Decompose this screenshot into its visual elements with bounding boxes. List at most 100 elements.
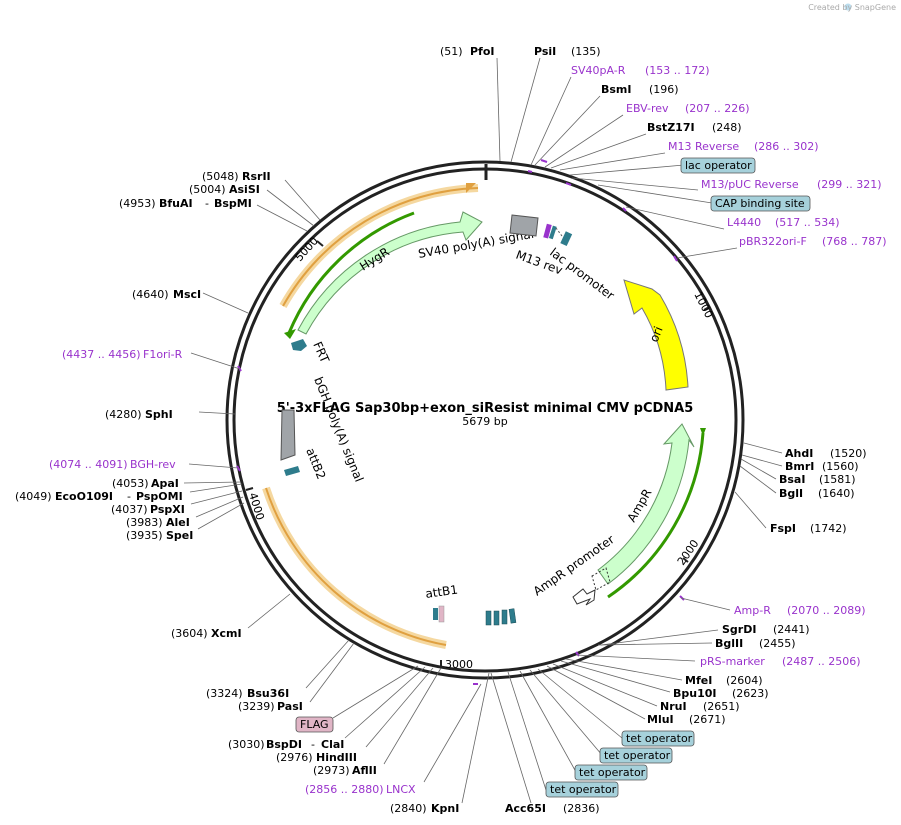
svg-text:(135): (135) <box>571 45 601 58</box>
enzyme-bmri[interactable]: BmrI (1560) <box>785 460 859 473</box>
enzyme-bgli[interactable]: BglI (1640) <box>779 487 855 500</box>
svg-text:RsrII: RsrII <box>242 170 271 183</box>
enzyme-ecoo109i-pspomi[interactable]: (4049) EcoO109I - PspOMI <box>15 490 183 503</box>
enzyme-sphi[interactable]: (4280) SphI <box>105 408 173 421</box>
svg-text:BGH-rev: BGH-rev <box>130 458 176 471</box>
enzyme-pfoi[interactable]: (51) PfoI <box>440 45 495 58</box>
frt-feature[interactable] <box>291 339 307 351</box>
primer-pbr322ori-f[interactable]: pBR322ori-F (768 .. 787) <box>739 235 887 248</box>
svg-text:(207 .. 226): (207 .. 226) <box>685 102 750 115</box>
enzyme-aflii[interactable]: (2973) AflII <box>313 764 377 777</box>
bgh-polya-feature[interactable] <box>280 409 296 461</box>
svg-text:(248): (248) <box>712 121 742 134</box>
svg-text:(2671): (2671) <box>689 713 726 726</box>
primer-f1ori-r[interactable]: (4437 .. 4456) F1ori-R <box>62 348 183 361</box>
svg-text:PspOMI: PspOMI <box>136 490 183 503</box>
orf-arrowhead <box>466 183 476 193</box>
enzyme-hindiii[interactable]: (2976) HindIII <box>276 751 357 764</box>
svg-text:BsaI: BsaI <box>779 473 805 486</box>
ori-feature[interactable] <box>623 279 689 391</box>
enzyme-sgrdi[interactable]: SgrDI (2441) <box>722 623 810 636</box>
attb1-feature[interactable] <box>433 605 445 623</box>
tet-operator-features[interactable] <box>485 608 517 626</box>
tick-1000: 1000 <box>691 289 715 320</box>
primer-lncx[interactable]: (2856 .. 2880) LNCX <box>305 783 416 796</box>
box-tet-operator-4[interactable]: tet operator <box>545 781 619 798</box>
enzyme-bsmi[interactable]: BsmI (196) <box>601 83 679 96</box>
snapgene-logo-icon <box>844 3 852 11</box>
svg-text:(3324): (3324) <box>206 687 243 700</box>
lac-promoter-feature[interactable] <box>543 223 573 247</box>
enzyme-alei[interactable]: (3983) AleI <box>126 516 190 529</box>
enzyme-mfei[interactable]: MfeI (2604) <box>685 674 763 687</box>
frt-label: FRT <box>310 340 332 366</box>
enzyme-bsai[interactable]: BsaI (1581) <box>779 473 856 486</box>
enzyme-msci[interactable]: (4640) MscI <box>132 288 201 301</box>
enzyme-fspi[interactable]: FspI (1742) <box>770 522 847 535</box>
svg-text:AflII: AflII <box>352 764 377 777</box>
enzyme-acc65i[interactable]: Acc65I (2836) <box>505 802 600 815</box>
box-tet-operator-2[interactable]: tet operator <box>599 747 673 764</box>
svg-text:BglI: BglI <box>779 487 803 500</box>
enzyme-nrui[interactable]: NruI (2651) <box>660 700 740 713</box>
svg-text:tet operator: tet operator <box>550 783 617 796</box>
svg-text:(517 .. 534): (517 .. 534) <box>775 216 840 229</box>
svg-text:-: - <box>205 197 209 210</box>
svg-text:SV40pA-R: SV40pA-R <box>571 64 626 77</box>
box-cap-binding-site[interactable]: CAP binding site <box>710 195 811 212</box>
enzyme-asisi[interactable]: (5004) AsiSI <box>189 183 260 196</box>
box-flag[interactable]: FLAG <box>295 716 334 733</box>
sv40-polya-feature[interactable] <box>509 214 539 237</box>
enzyme-bstz17i[interactable]: BstZ17I (248) <box>647 121 742 134</box>
enzyme-bpu10i[interactable]: Bpu10I (2623) <box>673 687 769 700</box>
enzyme-kpni[interactable]: (2840) KpnI <box>390 802 459 815</box>
enzyme-apai[interactable]: (4053) ApaI <box>112 477 179 490</box>
svg-text:ClaI: ClaI <box>321 738 344 751</box>
enzyme-bglii[interactable]: BglII (2455) <box>715 637 796 650</box>
svg-text:(3935): (3935) <box>126 529 163 542</box>
svg-text:MluI: MluI <box>647 713 674 726</box>
ampr-feature[interactable] <box>597 423 695 585</box>
primer-m13-puc-reverse[interactable]: M13/pUC Reverse (299 .. 321) <box>701 178 882 191</box>
ampr-promoter-feature[interactable] <box>572 588 596 606</box>
primer-amp-r[interactable]: Amp-R (2070 .. 2089) <box>734 604 866 617</box>
svg-text:SpeI: SpeI <box>166 529 193 542</box>
primer-sv40pa-r[interactable]: SV40pA-R (153 .. 172) <box>571 64 710 77</box>
enzyme-rsrii[interactable]: (5048) RsrII <box>202 170 271 183</box>
enzyme-spei[interactable]: (3935) SpeI <box>126 529 193 542</box>
svg-text:-: - <box>127 490 131 503</box>
svg-text:Bsu36I: Bsu36I <box>247 687 289 700</box>
svg-text:L4440: L4440 <box>727 216 761 229</box>
svg-text:tet operator: tet operator <box>626 732 693 745</box>
enzyme-pspxi[interactable]: (4037) PspXI <box>111 503 185 516</box>
enzyme-bfuai-bspmi[interactable]: (4953) BfuAI - BspMI <box>119 197 252 210</box>
svg-text:(2623): (2623) <box>732 687 769 700</box>
box-lac-operator[interactable]: lac operator <box>680 157 756 174</box>
primer-bgh-rev[interactable]: (4074 .. 4091) BGH-rev <box>49 458 176 471</box>
enzyme-bsu36i[interactable]: (3324) Bsu36I <box>206 687 289 700</box>
primer-ebv-rev[interactable]: EBV-rev (207 .. 226) <box>626 102 750 115</box>
svg-text:(4640): (4640) <box>132 288 169 301</box>
enzyme-psii[interactable]: PsiI (135) <box>534 45 601 58</box>
hygr-feature[interactable] <box>297 211 483 335</box>
svg-text:(196): (196) <box>649 83 679 96</box>
enzyme-xcmi[interactable]: (3604) XcmI <box>171 627 242 640</box>
attb2-feature[interactable] <box>284 466 300 476</box>
enzyme-mlui[interactable]: MluI (2671) <box>647 713 726 726</box>
svg-text:(2604): (2604) <box>726 674 763 687</box>
primer-l4440[interactable]: L4440 (517 .. 534) <box>727 216 840 229</box>
box-tet-operator-1[interactable]: tet operator <box>621 730 695 747</box>
primer-m13-reverse[interactable]: M13 Reverse (286 .. 302) <box>668 140 819 153</box>
enzyme-ahdi[interactable]: AhdI (1520) <box>785 447 867 460</box>
svg-text:(4037): (4037) <box>111 503 148 516</box>
enzyme-bspdi-clai[interactable]: (3030) BspDI - ClaI <box>228 738 344 751</box>
svg-text:M13/pUC Reverse: M13/pUC Reverse <box>701 178 799 191</box>
hygr-arrowhead <box>284 329 296 339</box>
snapgene-watermark: Created by SnapGene <box>808 3 896 12</box>
svg-text:(4953): (4953) <box>119 197 156 210</box>
box-tet-operator-3[interactable]: tet operator <box>574 764 648 781</box>
enzyme-pasi[interactable]: (3239) PasI <box>238 700 303 713</box>
primer-prs-marker[interactable]: pRS-marker (2487 .. 2506) <box>700 655 861 668</box>
plasmid-length: 5679 bp <box>462 415 507 428</box>
orf-arcs <box>262 183 706 649</box>
